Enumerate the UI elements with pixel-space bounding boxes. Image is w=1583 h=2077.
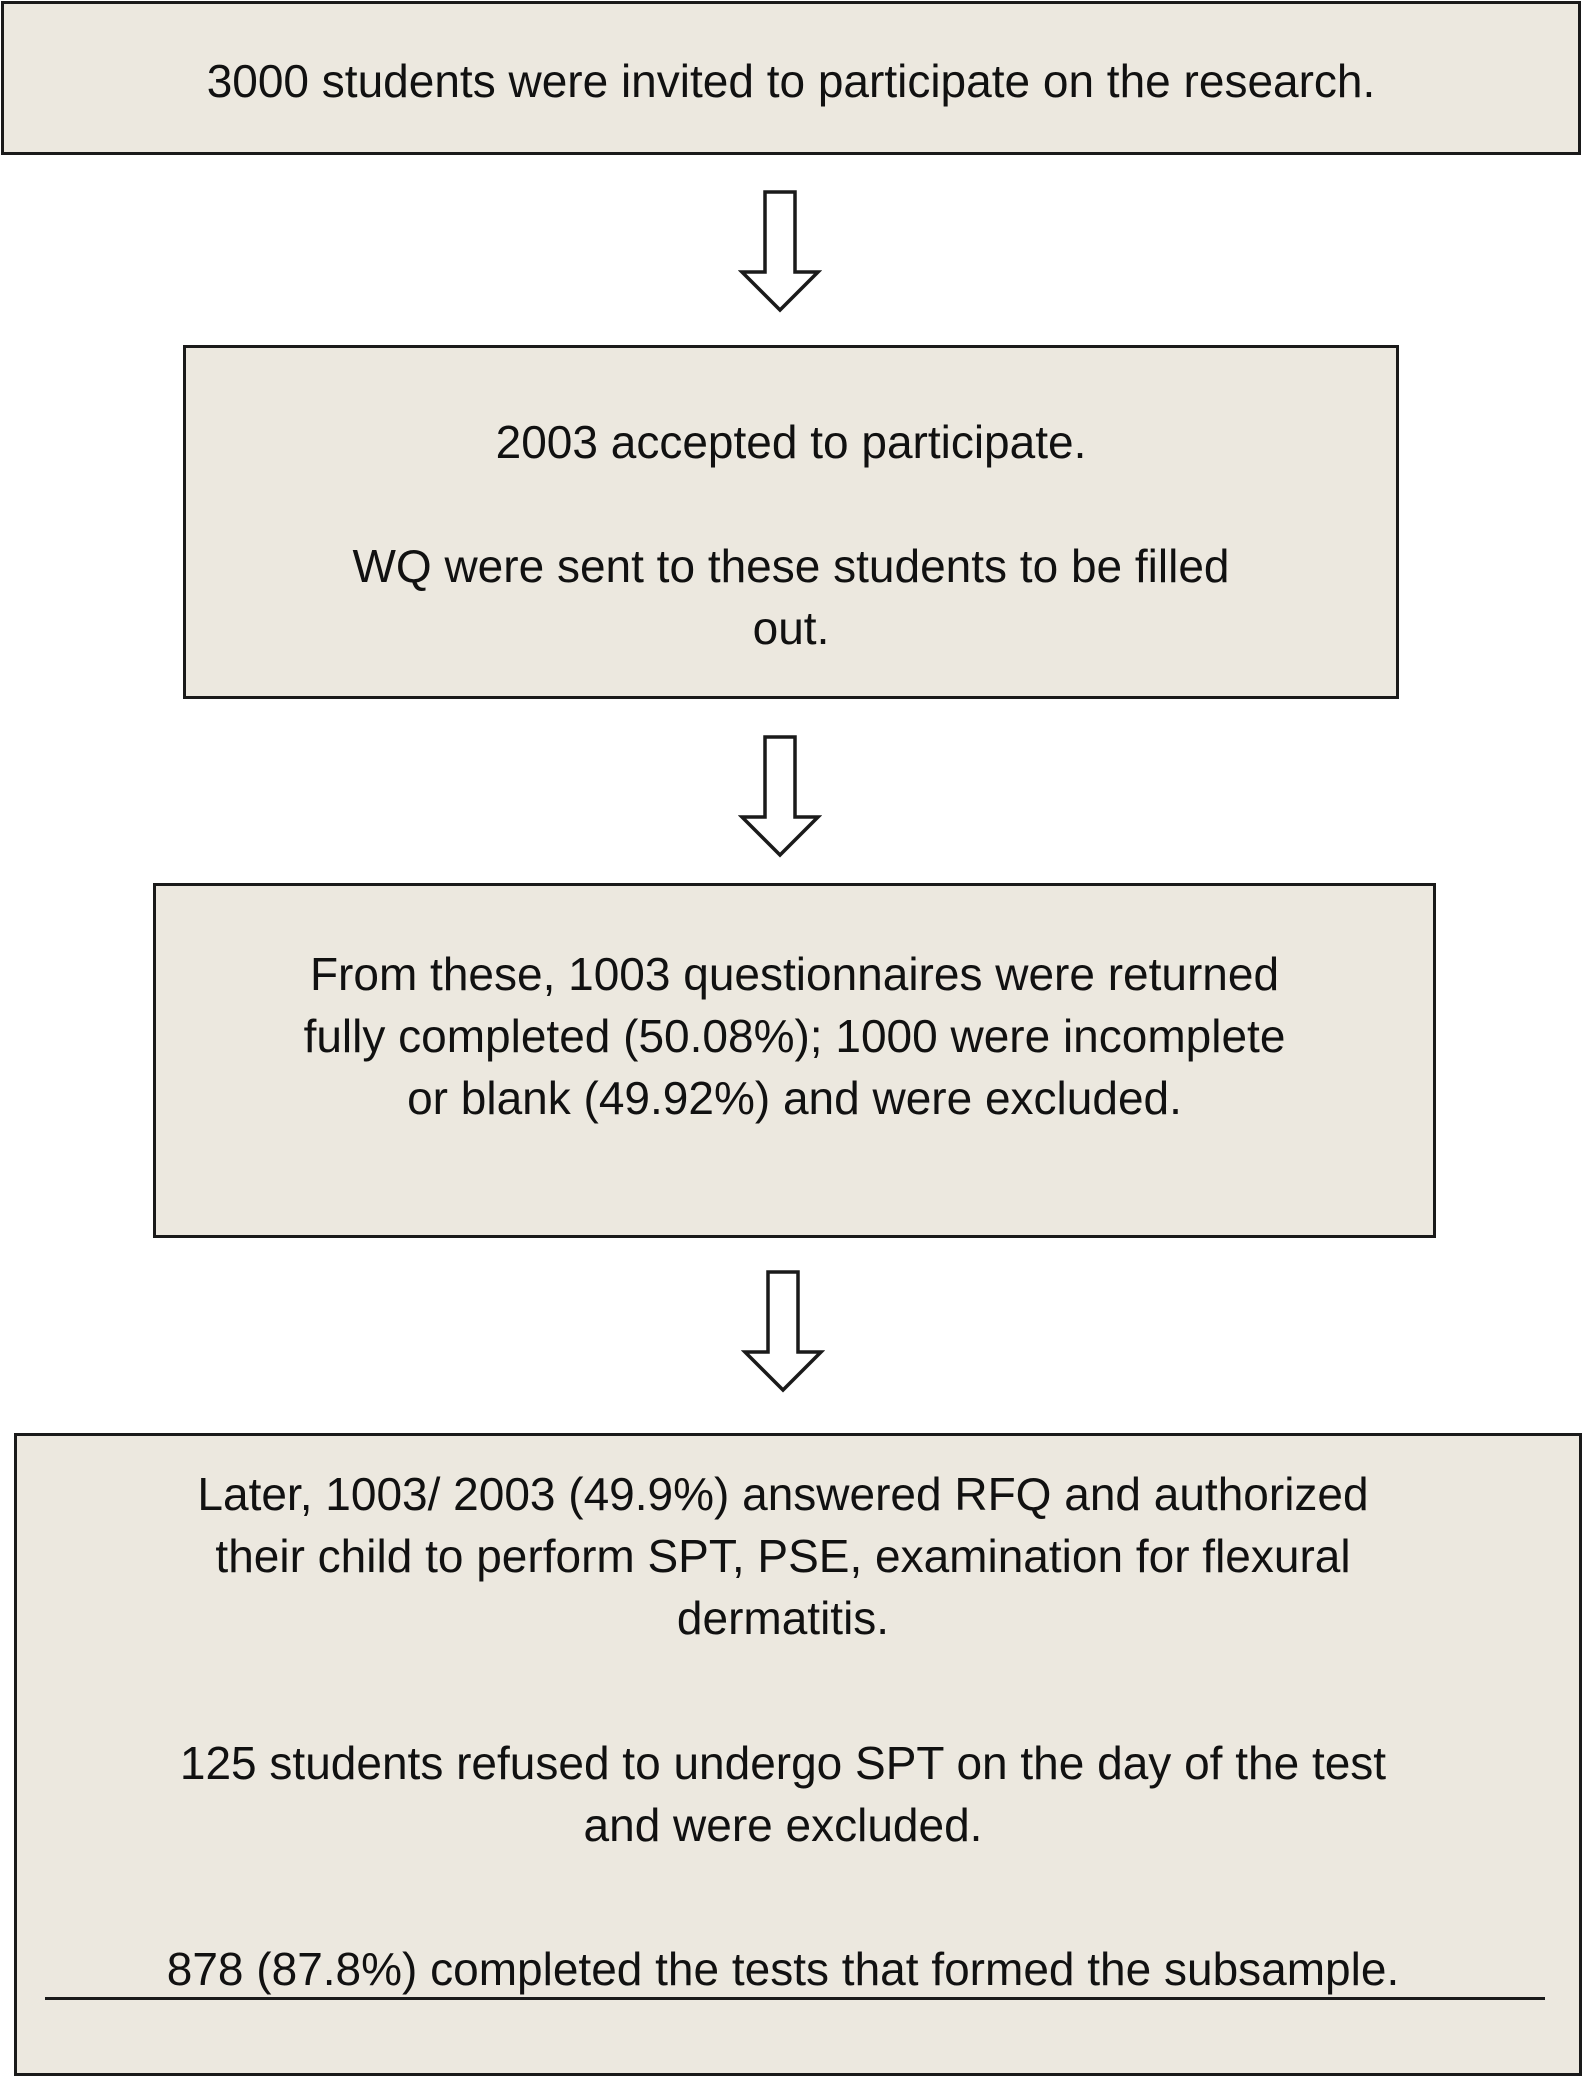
divider-line	[45, 1997, 1545, 2000]
returned-text-line2: fully completed (50.08%); 1000 were inco…	[303, 1010, 1286, 1062]
accepted-text: 2003 accepted to participate.	[495, 416, 1087, 468]
refused-text-line2: and were excluded.	[583, 1799, 983, 1851]
down-arrow-icon	[738, 190, 822, 313]
flow-box-accepted: 2003 accepted to participate. WQ were se…	[183, 345, 1399, 699]
rfq-text-line3: dermatitis.	[676, 1592, 890, 1644]
down-arrow-icon	[741, 1270, 825, 1393]
completed-text: 878 (87.8%) completed the tests that for…	[166, 1943, 1400, 1995]
rfq-text-line1: Later, 1003/ 2003 (49.9%) answered RFQ a…	[197, 1468, 1369, 1520]
wq-sent-text-line2: out.	[752, 602, 830, 654]
returned-text-line3: or blank (49.92%) and were excluded.	[407, 1072, 1182, 1124]
flow-box-invited: 3000 students were invited to participat…	[1, 1, 1581, 155]
returned-text-line1: From these, 1003 questionnaires were ret…	[309, 948, 1280, 1000]
flow-box-subsample: Later, 1003/ 2003 (49.9%) answered RFQ a…	[14, 1433, 1582, 2076]
invited-text: 3000 students were invited to participat…	[206, 55, 1376, 107]
down-arrow-icon	[738, 735, 822, 858]
flow-box-returned: From these, 1003 questionnaires were ret…	[153, 883, 1436, 1238]
refused-text-line1: 125 students refused to undergo SPT on t…	[179, 1737, 1387, 1789]
rfq-text-line2: their child to perform SPT, PSE, examina…	[215, 1530, 1351, 1582]
wq-sent-text-line1: WQ were sent to these students to be fil…	[352, 540, 1230, 592]
